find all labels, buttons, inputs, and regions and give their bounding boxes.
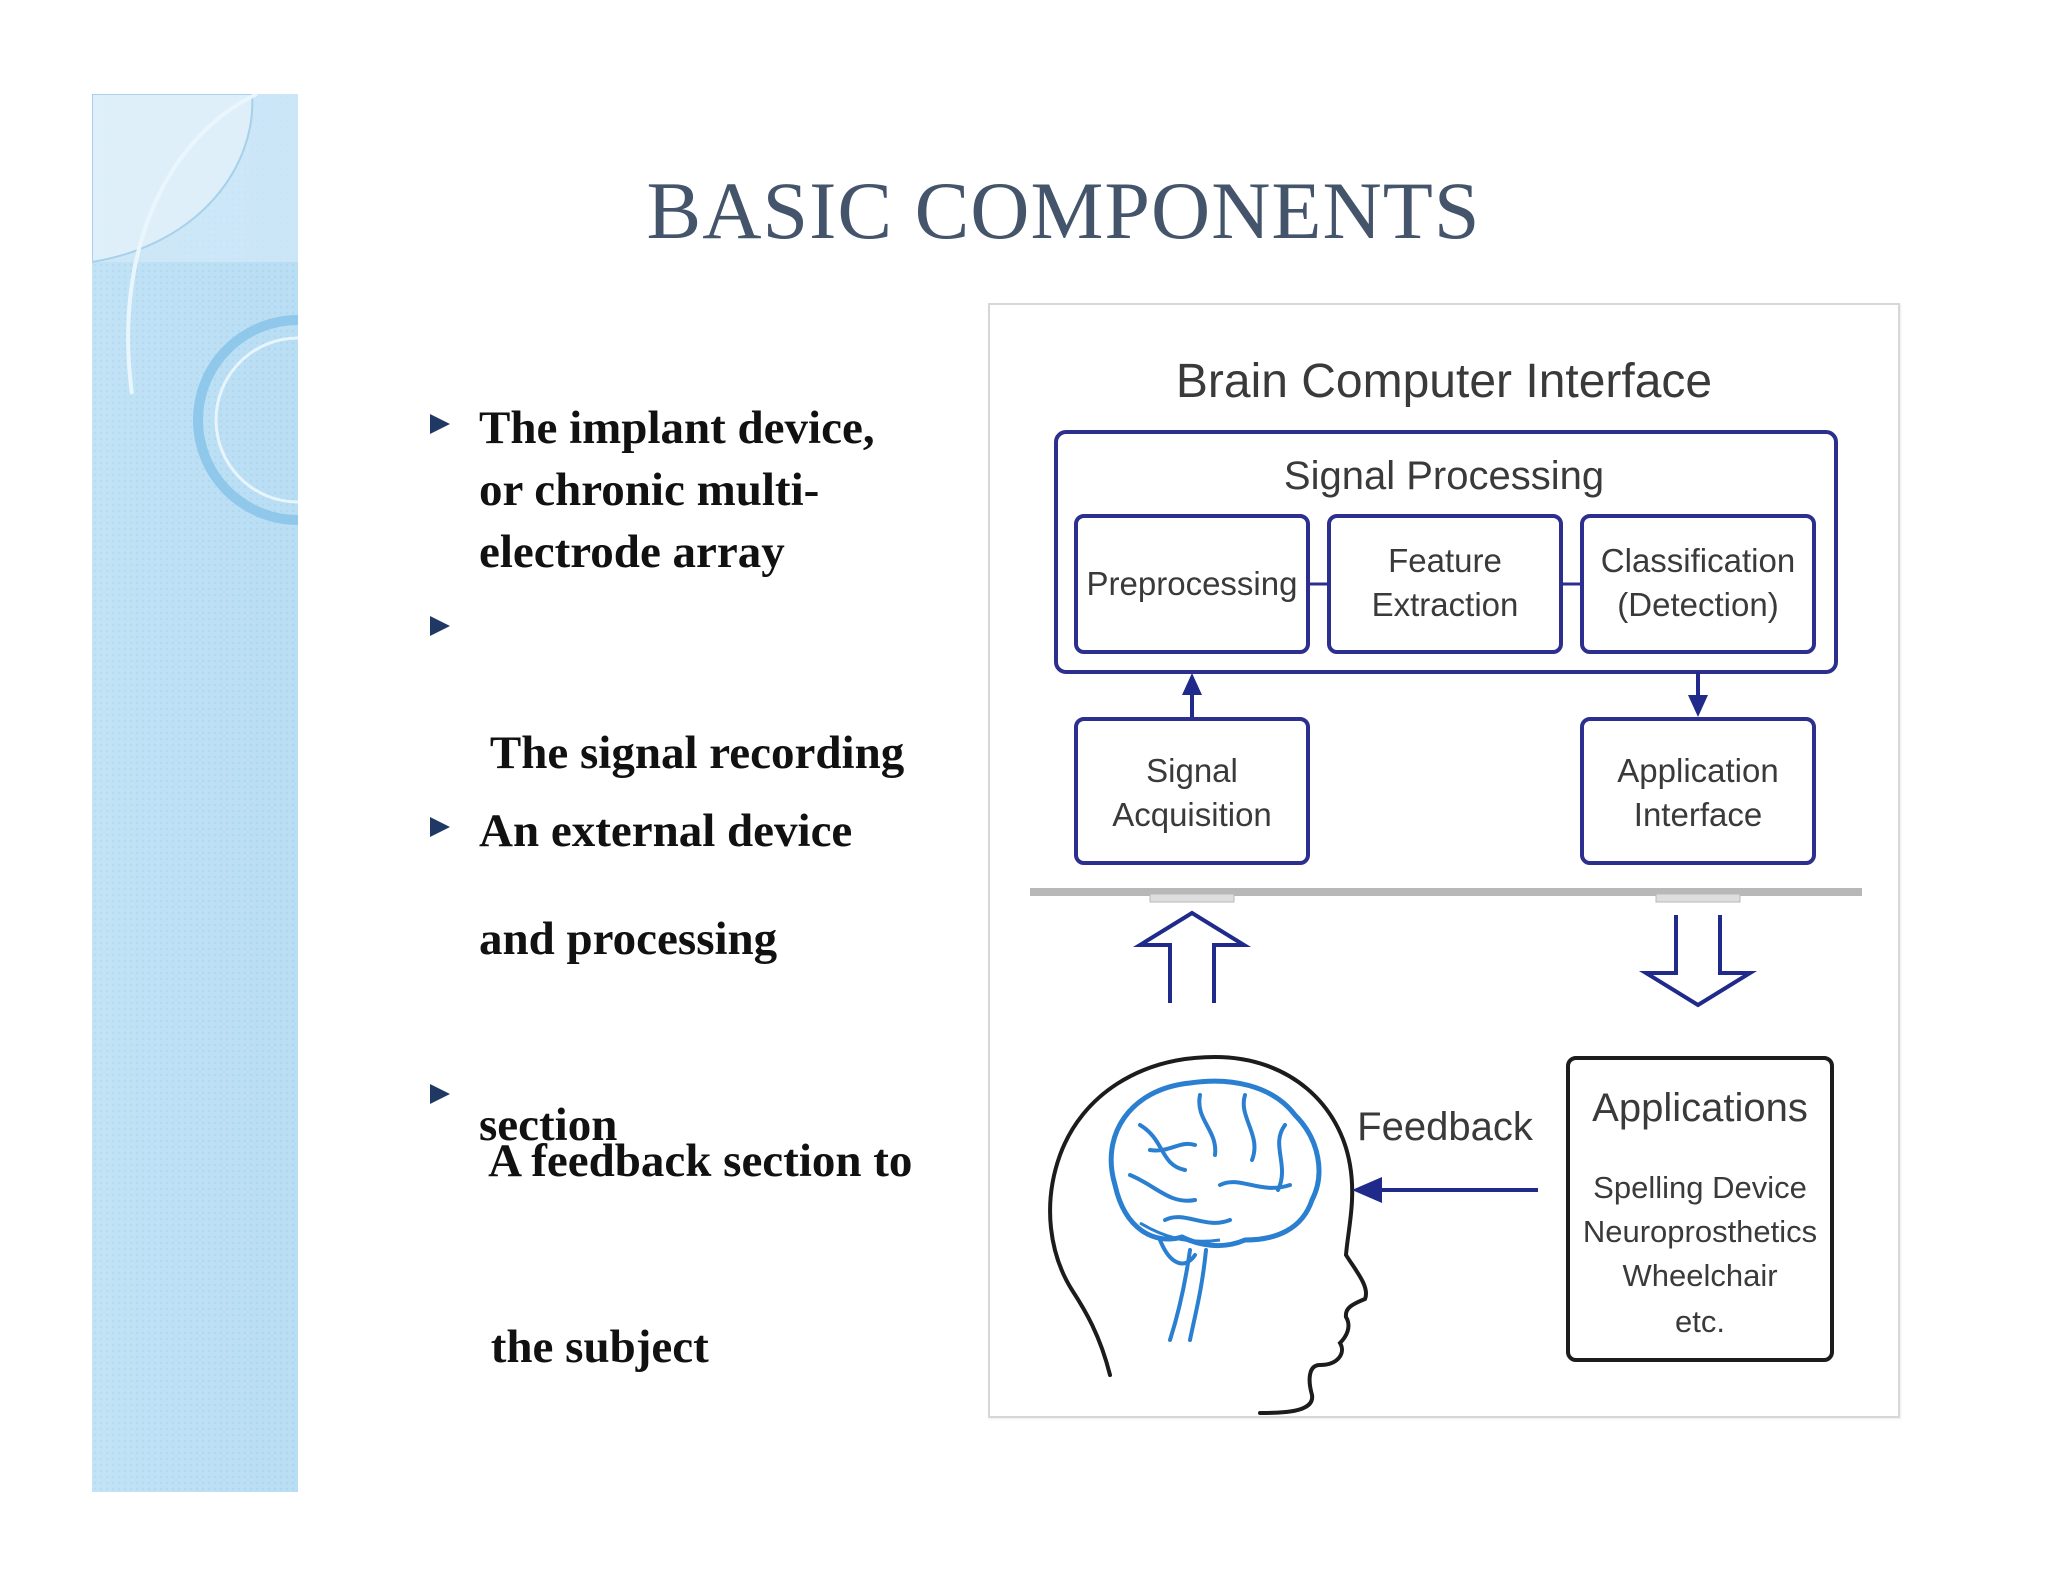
applications-item: Spelling Device — [1593, 1170, 1807, 1205]
bullet-item-external-device: An external device — [479, 800, 852, 862]
signal-processing-label: Signal Processing — [1284, 454, 1604, 498]
bullet-line: and processing — [479, 913, 778, 965]
applications-item: Wheelchair — [1622, 1258, 1777, 1293]
applications-item: Neuroprosthetics — [1583, 1214, 1817, 1249]
application-interface-label: Application — [1617, 752, 1778, 789]
hollow-arrow-down-icon — [1638, 915, 1758, 1008]
bullet-line: A feedback section to — [479, 1135, 913, 1187]
diagram-title: Brain Computer Interface — [1176, 355, 1712, 408]
bullet-line: An external device — [479, 805, 853, 857]
bullet-triangle-icon — [430, 414, 450, 434]
head-brain-icon — [1048, 1054, 1369, 1415]
interface-port — [1149, 893, 1235, 903]
bullet-line: or chronic multi- — [479, 464, 820, 516]
bullet-triangle-icon — [430, 817, 450, 837]
applications-title: Applications — [1592, 1086, 1808, 1130]
feature-extraction-label: Extraction — [1372, 586, 1519, 623]
signal-acquisition-label: Acquisition — [1112, 796, 1272, 833]
application-interface-label: Interface — [1634, 796, 1762, 833]
bullet-triangle-icon — [430, 1084, 450, 1104]
bullet-line: section — [479, 1099, 618, 1151]
bci-diagram-canvas: Brain Computer Interface Signal Processi… — [1030, 355, 1862, 1415]
classification-box — [1580, 514, 1816, 654]
bullet-line: electrode array — [479, 526, 785, 578]
arrow-down-icon — [1688, 695, 1708, 717]
bci-diagram: Brain Computer Interface Signal Processi… — [988, 303, 1900, 1418]
bullet-line: The signal recording — [479, 727, 905, 779]
application-interface-box — [1580, 717, 1816, 865]
bullet-item-signal-processing: The signal recording and processing sect… — [479, 598, 904, 1280]
decorative-side-strip — [92, 94, 298, 1492]
interface-port — [1655, 893, 1741, 903]
signal-processing-box — [1054, 430, 1838, 674]
signal-acquisition-label: Signal — [1146, 752, 1238, 789]
classification-label: (Detection) — [1617, 586, 1778, 623]
classification-label: Classification — [1601, 542, 1795, 579]
preprocessing-label: Preprocessing — [1087, 565, 1298, 602]
bullet-line: The implant device, — [479, 402, 875, 454]
applications-box — [1566, 1056, 1834, 1362]
feedback-arrow-icon — [1352, 1177, 1382, 1203]
slide-title: BASIC COMPONENTS — [646, 165, 1481, 256]
bullet-item-implant: The implant device, or chronic multi- el… — [479, 397, 875, 583]
bullet-item-feedback: A feedback section to the subject — [479, 1006, 912, 1502]
interface-bar — [1030, 888, 1862, 896]
feature-extraction-label: Feature — [1388, 542, 1502, 579]
hollow-arrow-up-icon — [1132, 910, 1252, 1003]
bullet-line: the subject — [479, 1321, 709, 1373]
applications-item: etc. — [1675, 1304, 1725, 1339]
signal-acquisition-box — [1074, 717, 1310, 865]
feedback-label: Feedback — [1357, 1105, 1534, 1149]
bullet-triangle-icon — [430, 616, 450, 636]
arrow-up-icon — [1182, 673, 1202, 695]
feature-extraction-box — [1327, 514, 1563, 654]
